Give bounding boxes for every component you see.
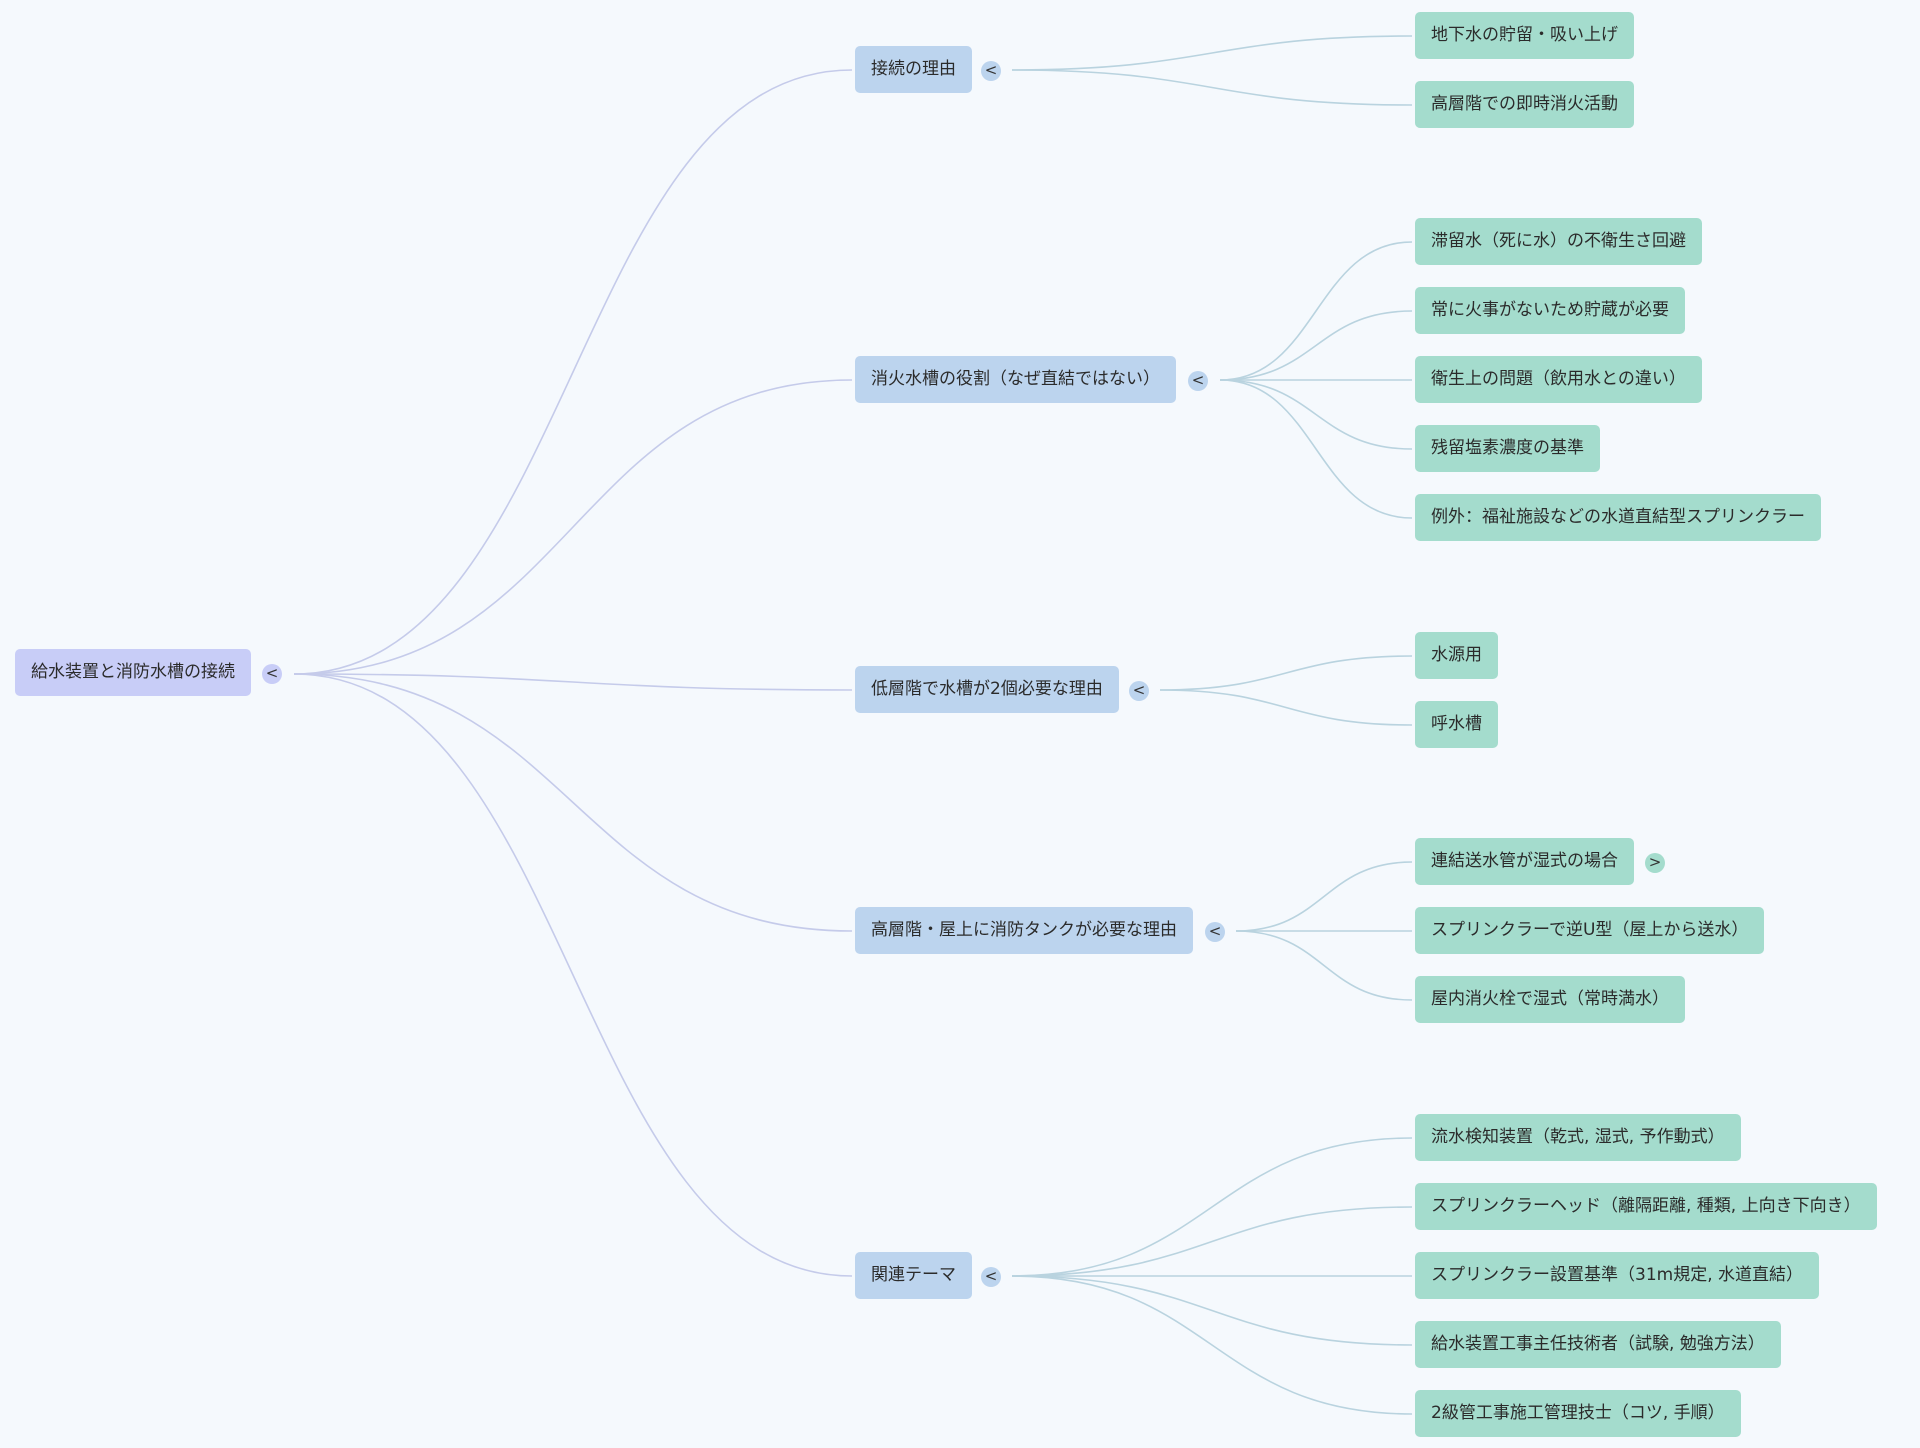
- leaf-node[interactable]: 屋内消火栓で湿式（常時満水）: [1415, 976, 1685, 1023]
- leaf-node[interactable]: 衛生上の問題（飲用水との違い）: [1415, 356, 1702, 403]
- leaf-node[interactable]: 連結送水管が湿式の場合: [1415, 838, 1634, 885]
- connector-line: [293, 673, 853, 1277]
- leaf-node[interactable]: スプリンクラーで逆U型（屋上から送水）: [1415, 907, 1765, 954]
- branch-collapse-toggle[interactable]: <: [1188, 371, 1208, 391]
- connector-line: [293, 673, 853, 932]
- connector-line: [1235, 930, 1413, 1001]
- connector-line: [1219, 379, 1413, 519]
- leaf-node[interactable]: 地下水の貯留・吸い上げ: [1415, 12, 1634, 59]
- connector-line: [1011, 35, 1413, 71]
- leaf-node[interactable]: 例外：福祉施設などの水道直結型スプリンクラー: [1415, 494, 1821, 541]
- leaf-node[interactable]: 常に火事がないため貯蔵が必要: [1415, 287, 1685, 334]
- leaf-node[interactable]: 残留塩素濃度の基準: [1415, 425, 1600, 472]
- leaf-node[interactable]: スプリンクラーヘッド（離隔距離, 種類, 上向き下向き）: [1415, 1183, 1877, 1230]
- leaf-node[interactable]: スプリンクラー設置基準（31m規定, 水道直結）: [1415, 1252, 1819, 1299]
- connector-line: [1011, 1275, 1413, 1346]
- leaf-node[interactable]: 高層階での即時消火活動: [1415, 81, 1634, 128]
- connector-line: [1159, 655, 1413, 691]
- connector-line: [293, 379, 853, 675]
- branch-collapse-toggle[interactable]: <: [981, 61, 1001, 81]
- branch-collapse-toggle[interactable]: <: [1205, 922, 1225, 942]
- root-node[interactable]: 給水装置と消防水槽の接続: [15, 649, 251, 696]
- leaf-node[interactable]: 呼水槽: [1415, 701, 1498, 748]
- connector-line: [1011, 69, 1413, 106]
- connector-line: [1011, 1137, 1413, 1277]
- root-collapse-toggle[interactable]: <: [262, 664, 282, 684]
- leaf-expand-toggle[interactable]: >: [1645, 853, 1665, 873]
- leaf-node[interactable]: 2級管工事施工管理技士（コツ, 手順）: [1415, 1390, 1741, 1437]
- connector-line: [1159, 689, 1413, 726]
- connector-line: [1235, 861, 1413, 932]
- connector-line: [1219, 310, 1413, 381]
- connector-line: [1011, 1206, 1413, 1277]
- connector-line: [293, 673, 853, 691]
- branch-node-rooftop-tank[interactable]: 高層階・屋上に消防タンクが必要な理由: [855, 907, 1193, 954]
- leaf-node[interactable]: 流水検知装置（乾式, 湿式, 予作動式）: [1415, 1114, 1741, 1161]
- branch-collapse-toggle[interactable]: <: [981, 1267, 1001, 1287]
- branch-node-connection-reason[interactable]: 接続の理由: [855, 46, 972, 93]
- leaf-node[interactable]: 滞留水（死に水）の不衛生さ回避: [1415, 218, 1702, 265]
- connector-line: [1219, 379, 1413, 450]
- connector-line: [1011, 1275, 1413, 1415]
- branch-node-tank-role[interactable]: 消火水槽の役割（なぜ直結ではない）: [855, 356, 1176, 403]
- leaf-node[interactable]: 水源用: [1415, 632, 1498, 679]
- connector-line: [1219, 241, 1413, 381]
- connector-line: [293, 69, 853, 675]
- branch-node-related-topics[interactable]: 関連テーマ: [855, 1252, 972, 1299]
- branch-node-two-tanks[interactable]: 低層階で水槽が2個必要な理由: [855, 666, 1119, 713]
- leaf-node[interactable]: 給水装置工事主任技術者（試験, 勉強方法）: [1415, 1321, 1781, 1368]
- branch-collapse-toggle[interactable]: <: [1129, 681, 1149, 701]
